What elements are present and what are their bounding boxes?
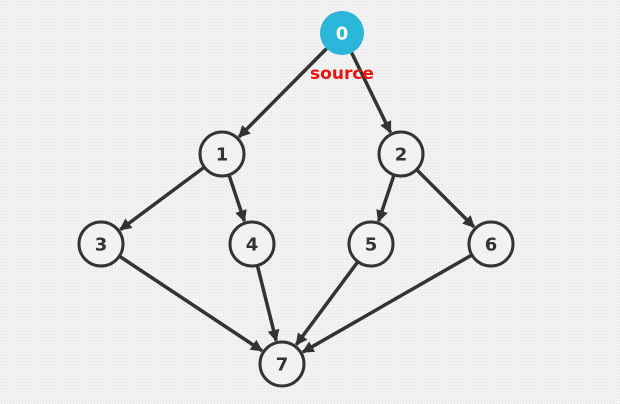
- nodes: 0 1 2 3 4 5 6 7: [77, 11, 515, 388]
- node-circle-1: [198, 130, 246, 178]
- node-6: 6: [467, 220, 515, 268]
- node-label-7: 7: [276, 355, 289, 376]
- node-circle-4: [228, 220, 276, 268]
- node-5: 5: [347, 220, 395, 268]
- node-circle-7: [258, 340, 306, 388]
- node-label-0: 0: [336, 24, 349, 45]
- node-circle-6: [467, 220, 515, 268]
- source-label: source: [310, 64, 374, 84]
- node-4: 4: [228, 220, 276, 268]
- node-label-2: 2: [395, 145, 408, 166]
- edge-1-3: [119, 165, 206, 232]
- node-1: 1: [198, 130, 246, 178]
- node-circle-3: [77, 220, 125, 268]
- node-label-4: 4: [246, 235, 259, 256]
- node-circle-2: [377, 130, 425, 178]
- node-0: 0: [320, 11, 364, 55]
- edge-5-7: [294, 260, 360, 346]
- edge-0-1: [237, 47, 328, 139]
- node-2: 2: [377, 130, 425, 178]
- edge-3-7: [118, 254, 263, 353]
- edge-0-2: [350, 52, 393, 134]
- node-circle-5: [347, 220, 395, 268]
- node-3: 3: [77, 220, 125, 268]
- edge-2-6: [415, 168, 476, 229]
- node-label-1: 1: [216, 145, 229, 166]
- edge-2-5: [376, 174, 396, 223]
- node-label-3: 3: [95, 235, 108, 256]
- edges: [118, 47, 476, 354]
- edge-6-7: [301, 253, 473, 354]
- node-7: 7: [258, 340, 306, 388]
- node-label-5: 5: [365, 235, 378, 256]
- node-label-6: 6: [485, 235, 498, 256]
- edge-1-4: [227, 174, 247, 223]
- node-circle-0: [320, 11, 364, 55]
- edge-4-7: [255, 264, 280, 342]
